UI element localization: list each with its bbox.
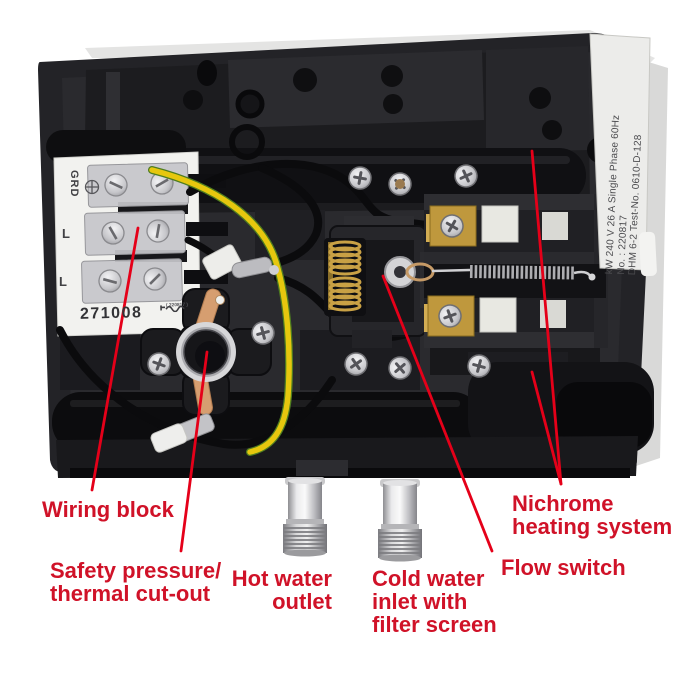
callout-hot-water-outlet: Hot water outlet [231, 566, 332, 614]
callout-wiring-block: Wiring block [42, 497, 174, 522]
callout-nichrome-heating: Nichrome heating system [512, 491, 673, 539]
part-number: 271008 [79, 304, 143, 323]
certification-number: ( 220817 ) [165, 302, 188, 309]
callout-lines [90, 149, 563, 553]
callout-flow-switch: Flow switch [501, 555, 626, 580]
heating-element-module [384, 194, 608, 348]
rating-plate [589, 33, 657, 277]
power-wires [56, 160, 445, 449]
ground-wire [148, 166, 294, 456]
lower-heating-tubes [52, 352, 654, 478]
callout-cold-water-inlet: Cold water inlet with filter screen [372, 566, 497, 637]
heating-element-terminals [424, 205, 477, 337]
housing-screws [339, 159, 494, 385]
callout-safety-cutout: Safety pressure/ thermal cut-out [50, 558, 222, 606]
line-terminal-label-2: L [59, 274, 67, 289]
ground-terminal-label: GRD [68, 170, 80, 198]
callout-line-nichrome-bottom [530, 370, 563, 486]
top-panel-holes [183, 46, 590, 152]
ground-symbol-icon [84, 179, 100, 195]
line-terminal-label-1: L [62, 226, 70, 241]
hot-water-outlet-fitting [283, 477, 327, 557]
heating-coil-springs [328, 240, 362, 312]
callout-line-nichrome-top [530, 149, 563, 486]
tension-spring [384, 256, 596, 288]
callout-line-wiring-block [90, 226, 140, 492]
crimp-connector [202, 244, 279, 280]
flow-switch-assembly [324, 216, 436, 348]
safety-thermal-cutout [140, 288, 278, 453]
cold-water-inlet-fitting [378, 479, 422, 562]
callout-line-flow-switch [381, 274, 494, 553]
certification-mark: ( 220817 ) [160, 302, 194, 313]
certification-mark-icon [160, 305, 185, 313]
wiring-terminal-block [53, 151, 228, 337]
callout-line-safety-cutout [179, 350, 209, 553]
